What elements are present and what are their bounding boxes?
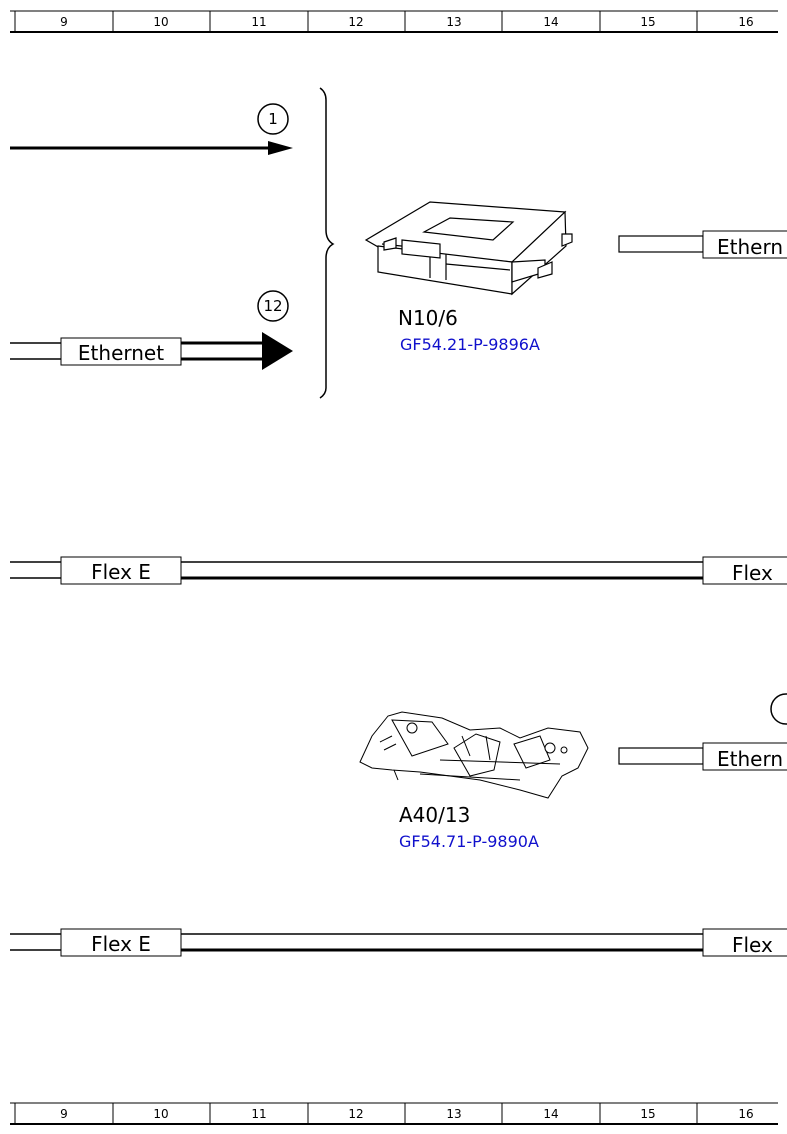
- top-ruler-label: 13: [446, 15, 461, 29]
- connector-ethernet-out-2[interactable]: Ethern: [702, 742, 787, 771]
- callout-1[interactable]: 1: [257, 103, 289, 135]
- connector-flex-e-1-right[interactable]: Flex: [702, 556, 787, 585]
- bottom-ruler: 9 10 11 12 13 14 15 16: [10, 1102, 778, 1125]
- signal-arrow-1: [10, 141, 293, 155]
- bottom-ruler-label: 14: [543, 1107, 558, 1121]
- connector-label: Ethernet: [78, 341, 164, 365]
- connector-flex-e-2-left[interactable]: Flex E: [60, 928, 182, 957]
- top-ruler-label: 9: [60, 15, 68, 29]
- connector-box: [60, 337, 182, 366]
- top-ruler-label: 12: [348, 15, 363, 29]
- top-ruler-label: 15: [640, 15, 655, 29]
- top-ruler-label: 10: [153, 15, 168, 29]
- connector-ethernet-out-1[interactable]: Ethern: [702, 230, 787, 259]
- connector-label: Ethern: [717, 747, 783, 771]
- callout-circle: [257, 103, 289, 135]
- connector-box: [702, 230, 787, 259]
- connector-box: [60, 928, 182, 957]
- callout-12[interactable]: 12: [257, 290, 289, 322]
- bottom-ruler-label: 9: [60, 1107, 68, 1121]
- connector-label: Flex E: [91, 560, 151, 584]
- callout-circle-partial: [770, 693, 787, 725]
- callout-number: 1: [268, 110, 278, 128]
- connector-box: [60, 556, 182, 585]
- connector-label: Flex E: [91, 932, 151, 956]
- arrow-head: [268, 141, 293, 155]
- connector-box: [702, 556, 787, 585]
- bottom-ruler-label: 10: [153, 1107, 168, 1121]
- top-ruler-label: 11: [251, 15, 266, 29]
- connector-box: [702, 742, 787, 771]
- component-doc-link[interactable]: GF54.71-P-9890A: [399, 832, 539, 851]
- component-id: N10/6: [398, 306, 458, 330]
- connector-label: Ethern: [717, 235, 783, 259]
- bottom-ruler-label: 13: [446, 1107, 461, 1121]
- connector-flex-e-1-left[interactable]: Flex E: [60, 556, 182, 585]
- top-ruler-label: 16: [738, 15, 753, 29]
- connector-label: Flex: [732, 933, 773, 957]
- flex-e-bus-1: [10, 561, 703, 580]
- control-unit-illustration: [364, 201, 573, 296]
- connector-ethernet-in[interactable]: Ethernet: [60, 337, 182, 366]
- top-ruler-label: 14: [543, 15, 558, 29]
- bottom-ruler-label: 15: [640, 1107, 655, 1121]
- wire-stub: [618, 747, 704, 765]
- bottom-ruler-label: 16: [738, 1107, 753, 1121]
- top-ruler: 9 10 11 12 13 14 15 16: [10, 10, 778, 33]
- component-id: A40/13: [399, 803, 470, 827]
- arrow-head: [262, 332, 293, 370]
- flex-e-bus-2: [10, 933, 703, 952]
- ethernet-output-line-1: [618, 235, 704, 253]
- bottom-ruler-label: 11: [251, 1107, 266, 1121]
- grouping-brace: [319, 87, 335, 399]
- callout-circle: [257, 290, 289, 322]
- callout-number: 12: [263, 297, 282, 315]
- component-doc-link[interactable]: GF54.21-P-9896A: [400, 335, 540, 354]
- connector-flex-e-2-right[interactable]: Flex: [702, 928, 787, 957]
- bottom-ruler-label: 12: [348, 1107, 363, 1121]
- wire-stub: [618, 235, 704, 253]
- connector-box: [702, 928, 787, 957]
- ethernet-output-line-2: [618, 747, 704, 765]
- ethernet-input-line: [10, 332, 293, 370]
- camera-module-illustration: [359, 711, 589, 799]
- connector-label: Flex: [732, 561, 773, 585]
